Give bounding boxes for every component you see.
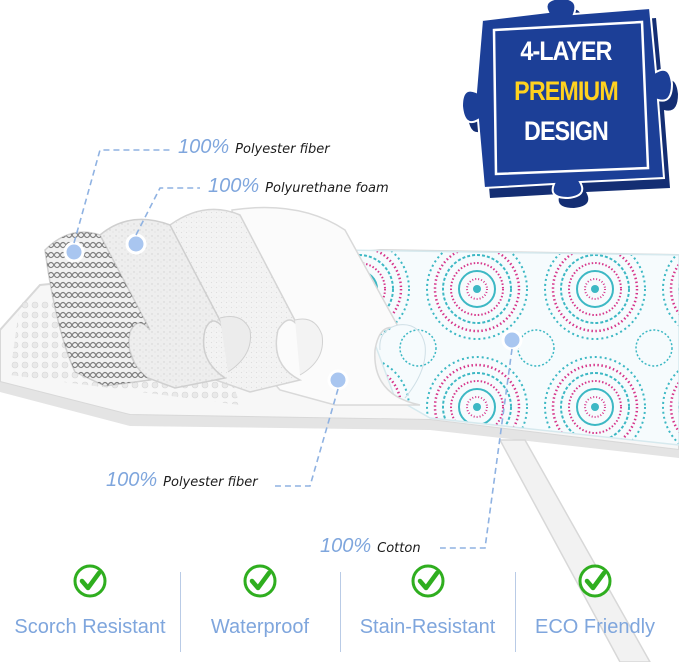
divider	[515, 572, 516, 652]
divider	[180, 572, 181, 652]
board-leg	[498, 439, 651, 662]
callout-material: Polyester fiber	[235, 142, 330, 157]
callout-foam-layer: 100% Polyurethane foam	[208, 175, 389, 198]
check-icon	[578, 564, 612, 598]
feature-label: Scorch Resistant	[14, 616, 166, 638]
feature-strip: Scorch Resistant Waterproof Stain-Resist…	[0, 560, 679, 662]
callout-percent: 100%	[178, 136, 230, 158]
premium-badge-icon	[460, 0, 678, 208]
feature-waterproof: Waterproof	[180, 560, 340, 660]
leader-lines	[73, 149, 513, 549]
feature-label: Stain-Resistant	[359, 616, 496, 638]
feature-scorch-resistant: Scorch Resistant	[0, 560, 180, 660]
callout-material: Polyester fiber	[163, 475, 258, 490]
callout-cotton-layer: 100% Cotton	[320, 535, 421, 558]
callout-percent: 100%	[208, 175, 260, 197]
premium-badge: 4-LAYER PREMIUM DESIGN	[460, 2, 672, 198]
callout-mesh-layer: 100% Polyester fiber	[178, 136, 330, 159]
marker-dot	[501, 329, 523, 351]
marker-dot	[125, 233, 147, 255]
callout-material: Cotton	[377, 541, 421, 556]
badge-line-1: 4-LAYER	[520, 36, 612, 66]
callout-percent: 100%	[106, 469, 158, 491]
check-icon	[411, 564, 444, 598]
marker-dot	[327, 369, 349, 391]
callout-material: Polyurethane foam	[265, 181, 389, 196]
feature-stain-resistant: Stain-Resistant	[340, 560, 515, 660]
callout-felt-layer: 100% Polyester fiber	[106, 469, 258, 492]
feature-label: Waterproof	[210, 616, 310, 638]
feature-label: ECO Friendly	[534, 616, 656, 638]
marker-dot	[63, 241, 85, 263]
check-icon	[243, 564, 277, 598]
callout-percent: 100%	[320, 535, 372, 557]
divider	[340, 572, 341, 652]
check-icon	[73, 564, 107, 598]
board-rim	[0, 382, 679, 458]
feature-eco-friendly: ECO Friendly	[515, 560, 675, 660]
badge-line-2: PREMIUM	[514, 76, 618, 106]
badge-line-3: DESIGN	[524, 116, 609, 146]
